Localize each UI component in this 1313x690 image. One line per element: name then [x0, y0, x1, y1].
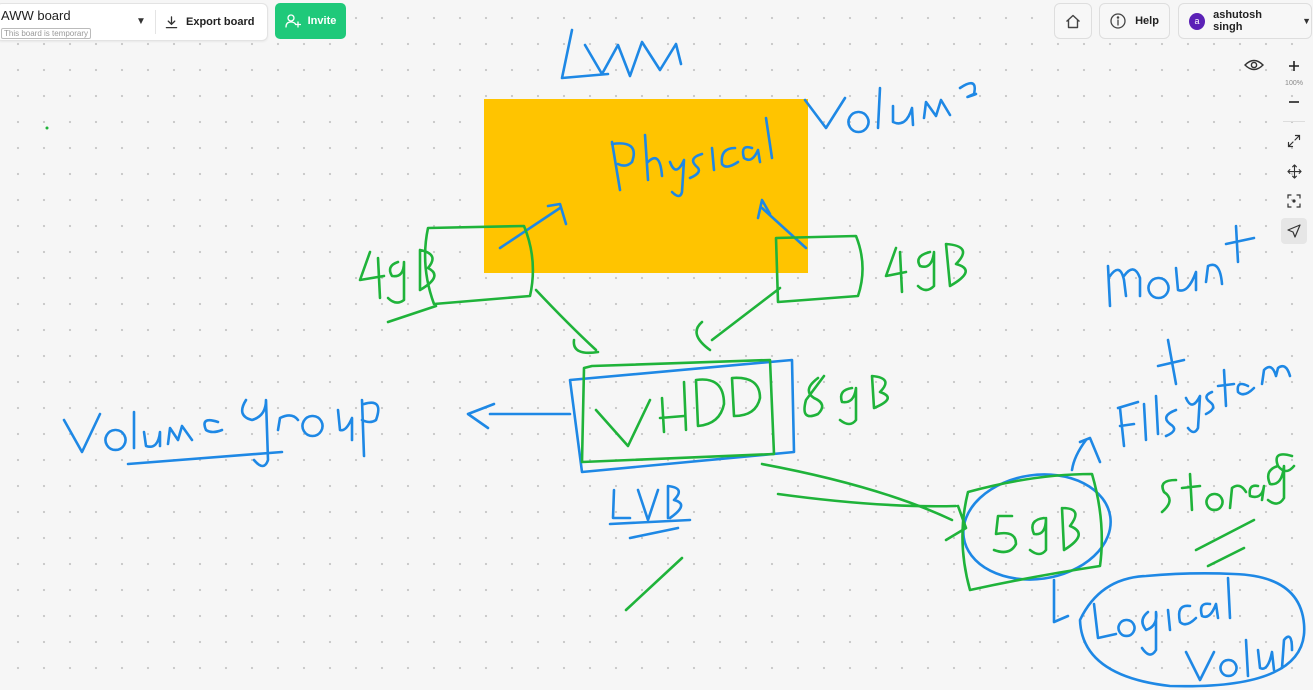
pan-button[interactable]	[1281, 158, 1307, 184]
focus-icon	[1287, 194, 1301, 208]
zoom-level: 100%	[1285, 80, 1303, 87]
add-user-icon	[284, 14, 301, 28]
board-dropdown-chevron-down-icon[interactable]: ▼	[136, 16, 146, 27]
move-icon	[1286, 163, 1302, 179]
fit-screen-button[interactable]	[1281, 128, 1307, 154]
pointer-icon	[1287, 224, 1301, 238]
minus-icon	[1289, 101, 1299, 103]
expand-icon	[1287, 134, 1301, 148]
green-ink-strokes	[358, 224, 1296, 612]
pointer-tool-button[interactable]	[1281, 218, 1307, 244]
user-menu-button[interactable]: a ashutosh singh ▼	[1178, 3, 1312, 39]
physical-volume-sticky[interactable]	[484, 99, 808, 273]
home-button[interactable]	[1054, 3, 1092, 39]
board-menu: AWW board This board is temporary ▼ Expo…	[0, 3, 268, 41]
zoom-out-button[interactable]	[1281, 89, 1307, 115]
user-name: ashutosh singh	[1213, 9, 1262, 33]
export-board-button[interactable]: Export board	[159, 8, 260, 36]
blue-ink-strokes	[62, 28, 1306, 688]
zoom-in-button[interactable]	[1281, 53, 1307, 79]
view-toggle-button[interactable]	[1240, 53, 1268, 77]
export-board-label: Export board	[186, 16, 255, 28]
invite-button[interactable]: Invite	[275, 3, 346, 39]
plus-icon	[1289, 61, 1299, 71]
info-icon	[1110, 13, 1126, 29]
zoom-divider	[1283, 121, 1305, 122]
home-icon	[1066, 14, 1080, 28]
invite-label: Invite	[307, 15, 337, 27]
board-title-area[interactable]: AWW board This board is temporary	[1, 8, 92, 41]
board-title[interactable]: AWW board	[1, 8, 71, 23]
help-label: Help	[1135, 15, 1159, 27]
user-chevron-down-icon: ▼	[1302, 16, 1311, 26]
download-icon	[165, 15, 178, 28]
avatar: a	[1189, 12, 1206, 30]
stray-dot	[45, 126, 49, 130]
board-temporary-note: This board is temporary	[1, 28, 92, 39]
eye-icon	[1244, 59, 1264, 71]
help-button[interactable]: Help	[1099, 3, 1170, 39]
zoom-toolbar: 100%	[1281, 53, 1307, 244]
pill-divider	[155, 10, 156, 34]
center-view-button[interactable]	[1281, 188, 1307, 214]
